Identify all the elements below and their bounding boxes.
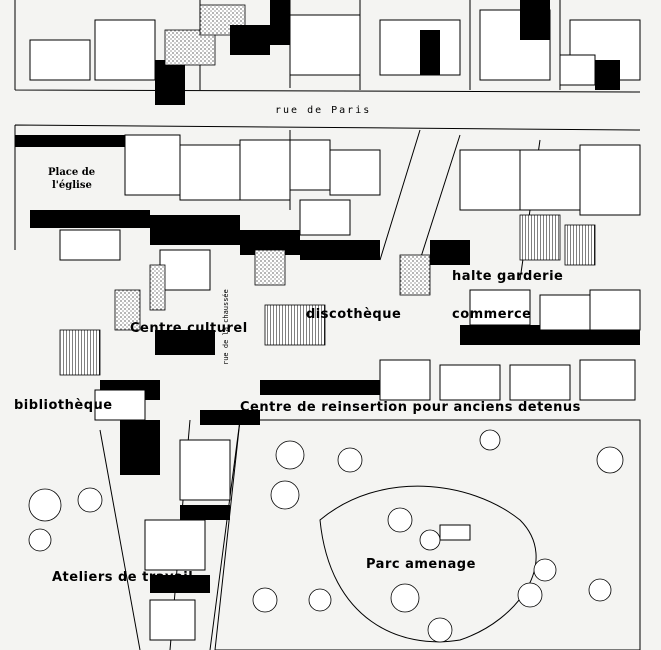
- label-centre-culturel: Centre culturel: [130, 321, 248, 336]
- label-commerce: commerce: [452, 307, 531, 322]
- central-block: [14, 124, 641, 475]
- label-rue-de-paris: rue de Paris: [275, 105, 371, 116]
- park: [28, 419, 641, 650]
- label-halte-garderie: halte garderie: [452, 269, 563, 284]
- label-ateliers: Ateliers de travail: [52, 570, 193, 585]
- north-block: [14, 0, 641, 105]
- label-place-eglise-line1: Place de: [48, 167, 95, 178]
- label-centre-reinsertion: Centre de reinsertion pour anciens deten…: [240, 400, 581, 415]
- label-rue-chaussee: rue de la chaussée: [222, 289, 230, 365]
- workshops-block: [99, 419, 241, 650]
- label-parc: Parc amenage: [366, 557, 476, 572]
- label-place-eglise-line2: l'église: [52, 180, 92, 191]
- label-bibliotheque: bibliothèque: [14, 398, 113, 413]
- label-discotheque: discothèque: [306, 307, 401, 322]
- label-marche: marché: [62, 216, 120, 231]
